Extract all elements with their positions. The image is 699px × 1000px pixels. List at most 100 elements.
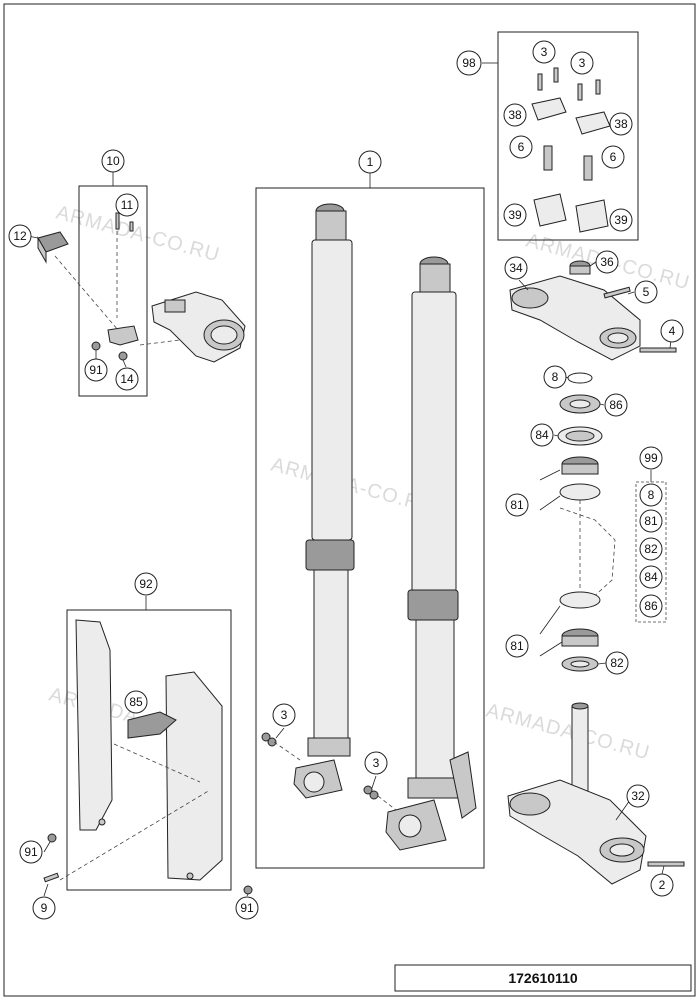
callout-number: 86 xyxy=(644,599,658,613)
callout-number: 82 xyxy=(644,542,658,556)
callout-8: 8 xyxy=(543,365,567,389)
callout-number: 81 xyxy=(510,639,524,653)
callout-number: 92 xyxy=(139,577,153,591)
callout-number: 5 xyxy=(643,285,650,299)
callout-number: 91 xyxy=(24,845,38,859)
callout-12: 12 xyxy=(8,224,32,248)
group-box-92 xyxy=(66,609,232,891)
callout-5: 5 xyxy=(634,280,658,304)
callout-38-b: 38 xyxy=(609,112,633,136)
callout-number: 34 xyxy=(509,261,523,275)
callout-number: 10 xyxy=(106,154,120,168)
sheet-id-text: 172610110 xyxy=(508,970,578,986)
callout-86: 86 xyxy=(604,393,628,417)
callout-39-b: 39 xyxy=(609,208,633,232)
callout-3-c: 3 xyxy=(272,703,296,727)
part-fork-guard-left xyxy=(75,619,113,831)
part-32-lower-triple-clamp xyxy=(507,702,647,885)
part-81-lower-bearing xyxy=(559,591,601,647)
part-34-upper-triple-clamp xyxy=(509,275,641,361)
sheet-id-box: 172610110 xyxy=(394,964,692,992)
part-81-upper-bearing xyxy=(559,456,601,501)
part-12-pad xyxy=(37,231,69,264)
callout-32: 32 xyxy=(626,784,650,808)
callout-85: 85 xyxy=(124,690,148,714)
callout-number: 12 xyxy=(13,229,27,243)
callout-number: 2 xyxy=(659,878,666,892)
part-14-nut xyxy=(118,351,128,361)
part-39-lower-clamps xyxy=(533,193,609,233)
callout-81-a: 81 xyxy=(505,493,529,517)
callout-number: 82 xyxy=(610,656,624,670)
callout-1: 1 xyxy=(358,150,382,174)
callout-number: 81 xyxy=(644,514,658,528)
callout-number: 39 xyxy=(508,208,522,222)
part-38-upper-clamps xyxy=(531,97,611,135)
callout-number: 84 xyxy=(535,428,549,442)
callout-number: 91 xyxy=(89,363,103,377)
part-1-fork-left xyxy=(293,203,355,799)
callout-number: 84 xyxy=(644,570,658,584)
callout-91-a: 91 xyxy=(84,358,108,382)
callout-number: 3 xyxy=(373,756,380,770)
callout-82: 82 xyxy=(605,651,629,675)
callout-number: 14 xyxy=(120,372,134,386)
callout-number: 86 xyxy=(609,398,623,412)
group-box-98 xyxy=(497,31,639,241)
part-11-bolts xyxy=(115,212,134,232)
kit-99-item-81: 81 xyxy=(639,509,663,533)
callout-number: 8 xyxy=(648,488,655,502)
part-85-guard-clamp xyxy=(127,711,177,739)
callout-number: 81 xyxy=(510,498,524,512)
callout-number: 38 xyxy=(508,108,522,122)
callout-number: 3 xyxy=(541,45,548,59)
part-82-lower-seal xyxy=(561,656,599,672)
part-8-o-ring xyxy=(567,372,593,384)
callout-number: 9 xyxy=(41,901,48,915)
callout-number: 6 xyxy=(610,150,617,164)
callout-number: 91 xyxy=(240,901,254,915)
page-frame xyxy=(3,3,696,997)
callout-3-d: 3 xyxy=(364,751,388,775)
callout-number: 3 xyxy=(579,56,586,70)
watermark-5: ARMADA-CO.RU xyxy=(484,700,653,765)
callout-14: 14 xyxy=(115,367,139,391)
part-36-steering-nut xyxy=(569,260,591,275)
callout-99: 99 xyxy=(639,446,663,470)
part-1-fork-right xyxy=(385,256,477,851)
kit-99-item-86: 86 xyxy=(639,594,663,618)
part-84-upper-cup xyxy=(557,426,603,446)
kit-99-item-84: 84 xyxy=(639,565,663,589)
callout-9: 9 xyxy=(32,896,56,920)
callout-number: 3 xyxy=(281,708,288,722)
callout-6-b: 6 xyxy=(601,145,625,169)
callout-number: 36 xyxy=(600,255,614,269)
callout-number: 32 xyxy=(631,789,645,803)
callout-3-a: 3 xyxy=(532,40,556,64)
watermarks: ARMADA-CO.RU ARMADA-CO.RU ARMADA-CO.RU A… xyxy=(47,202,693,765)
part-2-clamp-bolt xyxy=(647,861,685,867)
callout-92: 92 xyxy=(134,572,158,596)
callouts: 1 10 11 12 91 14 98 3 3 38 38 6 6 39 39 … xyxy=(8,40,684,920)
callout-91-c: 91 xyxy=(235,896,259,920)
part-86-seal xyxy=(559,394,601,414)
part-3-clamp-bolts xyxy=(537,67,601,101)
kit-99-box xyxy=(635,481,667,623)
part-fork-guard-right xyxy=(165,671,223,881)
callout-98: 98 xyxy=(456,50,482,76)
callout-91-b: 91 xyxy=(19,840,43,864)
part-4-long-bolt xyxy=(639,347,677,353)
callout-number: 39 xyxy=(614,213,628,227)
callout-6-a: 6 xyxy=(509,135,533,159)
callout-10: 10 xyxy=(101,149,125,173)
callout-number: 8 xyxy=(552,370,559,384)
callout-39-a: 39 xyxy=(503,203,527,227)
callout-84: 84 xyxy=(530,423,554,447)
callout-number: 98 xyxy=(462,56,476,70)
callout-81-b: 81 xyxy=(505,634,529,658)
callout-number: 38 xyxy=(614,117,628,131)
part-3-axle-bolts xyxy=(261,732,379,800)
callout-4: 4 xyxy=(660,319,684,343)
callout-number: 99 xyxy=(644,451,658,465)
